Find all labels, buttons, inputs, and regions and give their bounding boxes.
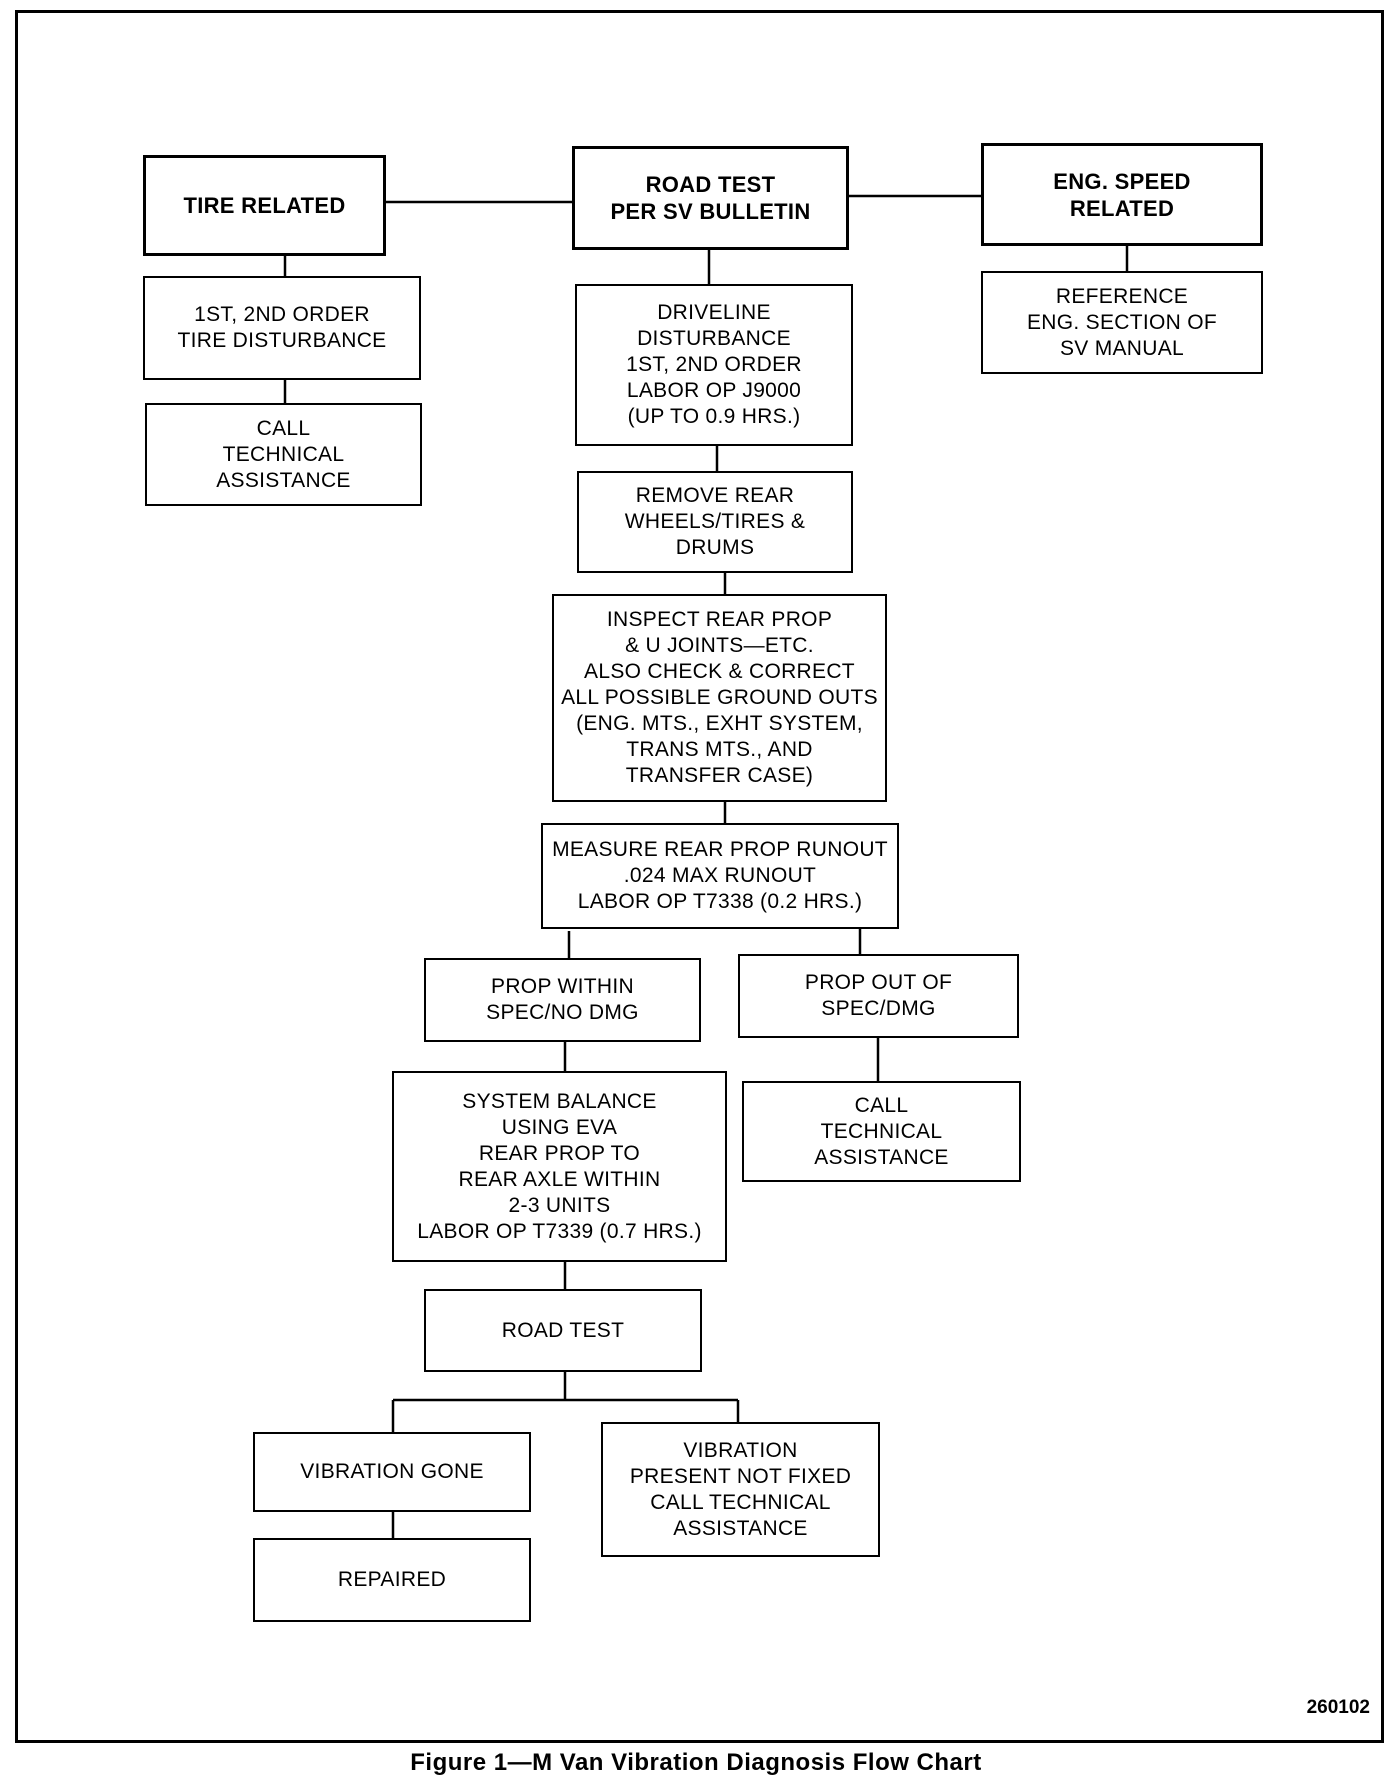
node-system-balance: SYSTEM BALANCE USING EVA REAR PROP TO RE… [392,1071,727,1262]
node-prop-within-spec: PROP WITHIN SPEC/NO DMG [424,958,701,1042]
node-vibration-present: VIBRATION PRESENT NOT FIXED CALL TECHNIC… [601,1422,880,1557]
node-repaired: REPAIRED [253,1538,531,1622]
node-road-test-sv: ROAD TEST PER SV BULLETIN [572,146,849,250]
figure-number: 260102 [1306,1697,1370,1718]
node-vibration-gone: VIBRATION GONE [253,1432,531,1512]
node-tire-disturbance: 1ST, 2ND ORDER TIRE DISTURBANCE [143,276,421,380]
node-measure-runout: MEASURE REAR PROP RUNOUT .024 MAX RUNOUT… [541,823,899,929]
node-call-tech-assistance-2: CALL TECHNICAL ASSISTANCE [742,1081,1021,1182]
node-reference-eng: REFERENCE ENG. SECTION OF SV MANUAL [981,271,1263,374]
node-driveline-disturbance: DRIVELINE DISTURBANCE 1ST, 2ND ORDER LAB… [575,284,853,446]
figure-caption: Figure 1—M Van Vibration Diagnosis Flow … [410,1749,982,1776]
node-remove-rear-wheels: REMOVE REAR WHEELS/TIRES & DRUMS [577,471,853,573]
node-inspect-rear-prop: INSPECT REAR PROP & U JOINTS—ETC. ALSO C… [552,594,887,802]
node-call-tech-assistance-1: CALL TECHNICAL ASSISTANCE [145,403,422,506]
node-road-test: ROAD TEST [424,1289,702,1372]
node-prop-out-of-spec: PROP OUT OF SPEC/DMG [738,954,1019,1038]
node-tire-related: TIRE RELATED [143,155,386,256]
node-eng-speed-related: ENG. SPEED RELATED [981,143,1263,246]
figure-frame [15,10,1384,1743]
